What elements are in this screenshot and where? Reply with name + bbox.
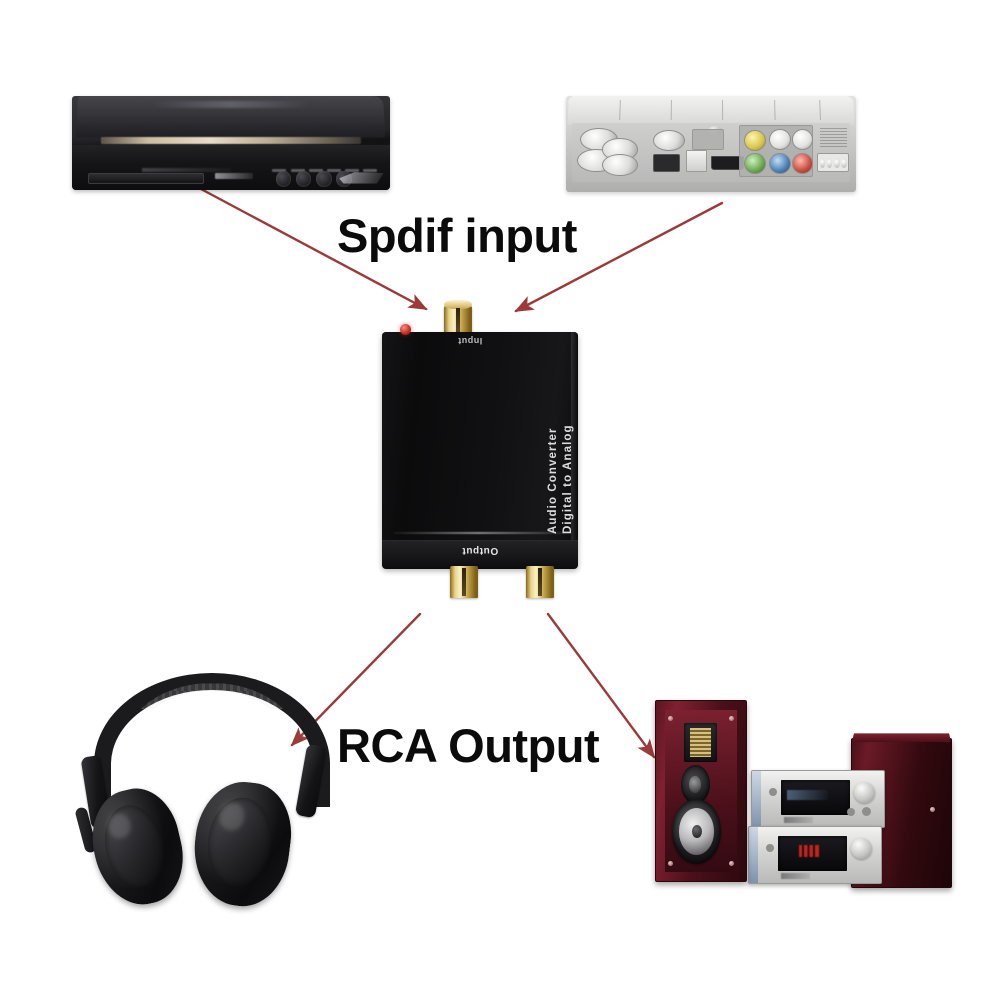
speaker-screw-tr	[729, 716, 735, 722]
rca-output-label: RCA Output	[337, 719, 600, 772]
audio-left-jack	[769, 128, 791, 150]
coaxial-input-jack	[444, 300, 472, 334]
set-top-box-body	[566, 96, 856, 192]
speaker-terminals	[816, 152, 850, 173]
dvd-player-disc-tray	[87, 172, 205, 184]
coax-jack-4	[602, 153, 638, 177]
amplifier-side-accent	[752, 771, 762, 827]
amplifier-button-2[interactable]	[847, 807, 855, 816]
speaker-ribbon-tweeter	[683, 722, 717, 762]
amplifier-display	[781, 779, 850, 815]
speaker-woofer-driver	[672, 799, 722, 864]
cd-player-logo	[780, 872, 810, 880]
hifi-speaker-system	[652, 694, 952, 894]
component-pb-jack	[769, 152, 791, 174]
digital-to-analog-converter: Input Digital to Analog Audio Converter …	[378, 300, 582, 600]
converter-brand-line-2: Audio Converter	[547, 427, 559, 534]
converter-bottom-panel	[382, 540, 578, 569]
speaker-midrange-driver	[680, 765, 710, 804]
rear-speaker-top	[852, 733, 951, 742]
dvd-player-top-face	[76, 96, 386, 138]
dvd-player-logo	[215, 172, 254, 179]
component-pr-jack	[791, 152, 814, 174]
rear-speaker-badge	[930, 807, 936, 813]
dvd-player-reflection	[100, 137, 362, 144]
speaker-screw-br	[729, 860, 735, 866]
converter-right-edge	[571, 332, 578, 568]
hdmi-recess	[691, 128, 725, 150]
cd-player-side-accent	[749, 827, 759, 883]
spdif-input-label: Spdif input	[337, 209, 577, 262]
dvd-player-device	[72, 96, 390, 190]
dvd-player-body	[72, 96, 390, 190]
main-speaker-baffle	[665, 710, 737, 872]
rca-output-jack-left	[450, 566, 478, 598]
speaker-screw-tl	[667, 716, 673, 722]
dvd-player-front-panel	[72, 144, 390, 190]
converter-seam-highlight	[394, 532, 564, 534]
dvd-player-model-mark	[339, 171, 384, 184]
coaxial-input-jack-rim	[444, 300, 472, 309]
converter-input-label: Input	[457, 336, 483, 346]
component-y-jack	[744, 152, 766, 174]
cd-player-unit	[748, 826, 882, 884]
headphones-device	[72, 668, 352, 926]
cd-player-display	[778, 835, 847, 871]
speaker-woofer-cone	[679, 808, 715, 855]
amplifier-indicator	[769, 787, 778, 796]
converter-brand-text: Digital to Analog Audio Converter	[536, 338, 576, 534]
converter-output-label: Output	[461, 545, 499, 556]
cd-player-red-readout	[798, 844, 822, 857]
converter-body	[382, 332, 578, 568]
speaker-woofer-dustcap	[691, 824, 702, 838]
set-top-box-rear-panel	[571, 122, 851, 183]
arrow-converter-to-hifi	[546, 612, 656, 759]
arrow-settop-to-converter	[514, 201, 724, 313]
amplifier-volume-knob[interactable]	[853, 782, 875, 804]
optical-spdif-port	[652, 153, 680, 173]
amplifier-logo	[783, 816, 813, 824]
speaker-screw-bl	[667, 860, 673, 866]
amplifier-unit	[751, 770, 885, 828]
arrow-dvd-to-converter	[184, 179, 428, 311]
headphone-earpad-left	[97, 799, 173, 894]
usb-port	[685, 150, 708, 173]
main-speaker-cabinet	[655, 700, 747, 882]
composite-video-jack	[744, 130, 766, 152]
dvd-player-display	[141, 168, 231, 173]
dvd-player-button-row	[272, 168, 378, 172]
amplifier-button-1[interactable]	[861, 806, 871, 816]
power-led	[400, 324, 411, 335]
cd-player-indicator	[766, 843, 775, 852]
audio-right-jack	[791, 128, 814, 150]
converter-brand-line-1: Digital to Analog	[562, 424, 574, 534]
dvd-player-brand-emboss	[151, 100, 311, 109]
cd-player-knob[interactable]	[850, 838, 872, 860]
rca-output-jack-right	[526, 566, 554, 598]
set-top-box-device	[566, 96, 856, 192]
set-top-box-top-face	[567, 96, 855, 125]
rating-label	[819, 127, 848, 148]
rf-out-jack	[652, 130, 686, 152]
